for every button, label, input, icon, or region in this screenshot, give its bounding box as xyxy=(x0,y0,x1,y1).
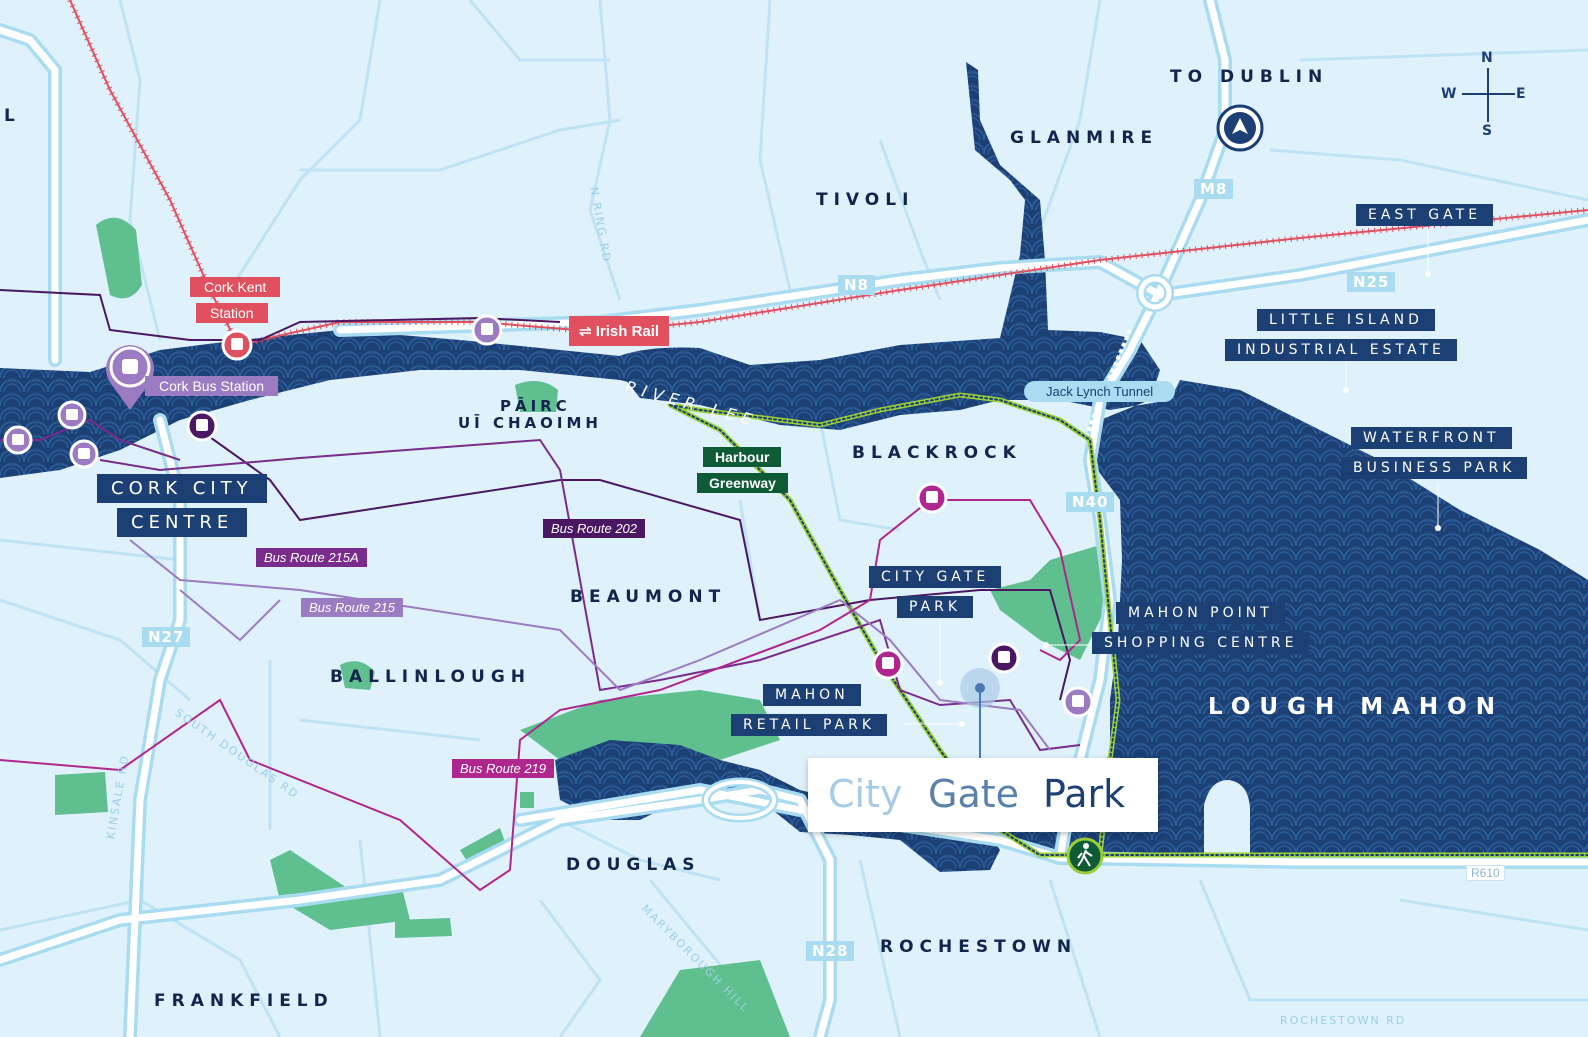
place-beaumont: BEAUMONT xyxy=(570,587,727,607)
place-blackrock: BLACKROCK xyxy=(852,443,1022,463)
area-city-gate-1[interactable]: CITY GATE xyxy=(869,566,1002,588)
bus-icon[interactable] xyxy=(69,439,99,469)
train-icon: ⇌ xyxy=(579,323,592,340)
place-ballinlough: BALLINLOUGH xyxy=(330,667,531,687)
place-to-dublin: TO DUBLIN xyxy=(1170,67,1329,87)
harbour-label[interactable]: Harbour xyxy=(703,447,782,467)
area-mahon-retail-2[interactable]: RETAIL PARK xyxy=(731,714,888,736)
place-rochestown: ROCHESTOWN xyxy=(880,937,1078,957)
area-cork-city-2[interactable]: CENTRE xyxy=(117,508,248,537)
area-mahon-point-1[interactable]: MAHON POINT xyxy=(1116,602,1285,624)
bus-route-219-label[interactable]: Bus Route 219 xyxy=(452,759,555,778)
irish-rail-label: Irish Rail xyxy=(595,323,660,340)
road-n28: N28 xyxy=(806,941,855,961)
road-r610: R610 xyxy=(1466,865,1505,881)
city-gate-park-title-box[interactable]: City Gate Park xyxy=(808,758,1158,832)
train-icon[interactable] xyxy=(221,329,253,361)
place-douglas: DOUGLAS xyxy=(566,855,701,875)
bus-route-202-label[interactable]: Bus Route 202 xyxy=(543,519,646,538)
cork-kent-label-1[interactable]: Cork Kent xyxy=(190,277,281,297)
cork-kent-label-2[interactable]: Station xyxy=(196,303,268,323)
title-city: City xyxy=(828,772,903,816)
area-city-gate-2[interactable]: PARK xyxy=(897,596,974,618)
bus-route-215a-label[interactable]: Bus Route 215A xyxy=(256,548,367,567)
bus-icon[interactable] xyxy=(872,648,904,680)
place-frankfield: FRANKFIELD xyxy=(154,991,334,1011)
compass-south: S xyxy=(1482,123,1493,139)
place-glanmire: GLANMIRE xyxy=(1010,128,1159,148)
street-rochestown-rd: ROCHESTOWN RD xyxy=(1280,1014,1407,1027)
place-tivoli: TIVOLI xyxy=(816,190,915,210)
cork-bus-station-label[interactable]: Cork Bus Station xyxy=(145,376,279,396)
area-east-gate[interactable]: EAST GATE xyxy=(1356,204,1494,226)
bus-icon[interactable] xyxy=(988,642,1020,674)
area-cork-city-1[interactable]: CORK CITY xyxy=(97,474,267,503)
bus-icon[interactable] xyxy=(3,425,33,455)
title-gate: Gate xyxy=(928,772,1020,816)
place-lough-mahon: LOUGH MAHON xyxy=(1208,694,1504,720)
area-waterfront-1[interactable]: WATERFRONT xyxy=(1351,427,1512,449)
north-arrow-icon[interactable] xyxy=(1216,104,1264,152)
jack-lynch-tunnel-label[interactable]: Jack Lynch Tunnel xyxy=(1024,381,1176,402)
road-n8: N8 xyxy=(838,275,875,295)
road-n27: N27 xyxy=(142,627,191,647)
irish-rail-badge[interactable]: ⇌ Irish Rail xyxy=(569,316,670,346)
area-mahon-retail-1[interactable]: MAHON xyxy=(763,684,861,706)
bus-route-215-label[interactable]: Bus Route 215 xyxy=(301,598,404,617)
area-waterfront-2[interactable]: BUSINESS PARK xyxy=(1341,457,1528,479)
title-park: Park xyxy=(1043,772,1126,816)
place-pairc-line1: PĀIRC xyxy=(500,397,571,415)
compass-west: W xyxy=(1441,86,1457,102)
compass-east: E xyxy=(1516,86,1526,102)
road-n40: N40 xyxy=(1066,492,1115,512)
edge-letter: L xyxy=(4,106,21,126)
bus-icon[interactable] xyxy=(471,314,503,346)
bus-icon[interactable] xyxy=(57,400,87,430)
area-little-island-1[interactable]: LITTLE ISLAND xyxy=(1257,309,1435,331)
road-n25: N25 xyxy=(1347,272,1396,292)
area-mahon-point-2[interactable]: SHOPPING CENTRE xyxy=(1092,632,1310,654)
area-little-island-2[interactable]: INDUSTRIAL ESTATE xyxy=(1225,339,1457,361)
compass-north: N xyxy=(1481,50,1493,66)
bus-icon[interactable] xyxy=(186,410,218,442)
greenway-label[interactable]: Greenway xyxy=(697,473,788,493)
compass-icon xyxy=(1462,68,1515,122)
place-pairc-line2: UĪ CHAOIMH xyxy=(458,414,602,432)
bus-icon[interactable] xyxy=(916,482,948,514)
bus-icon[interactable] xyxy=(1062,686,1094,718)
road-m8: M8 xyxy=(1194,179,1234,199)
walking-icon[interactable] xyxy=(1066,837,1104,875)
location-pin-icon[interactable] xyxy=(106,345,154,410)
